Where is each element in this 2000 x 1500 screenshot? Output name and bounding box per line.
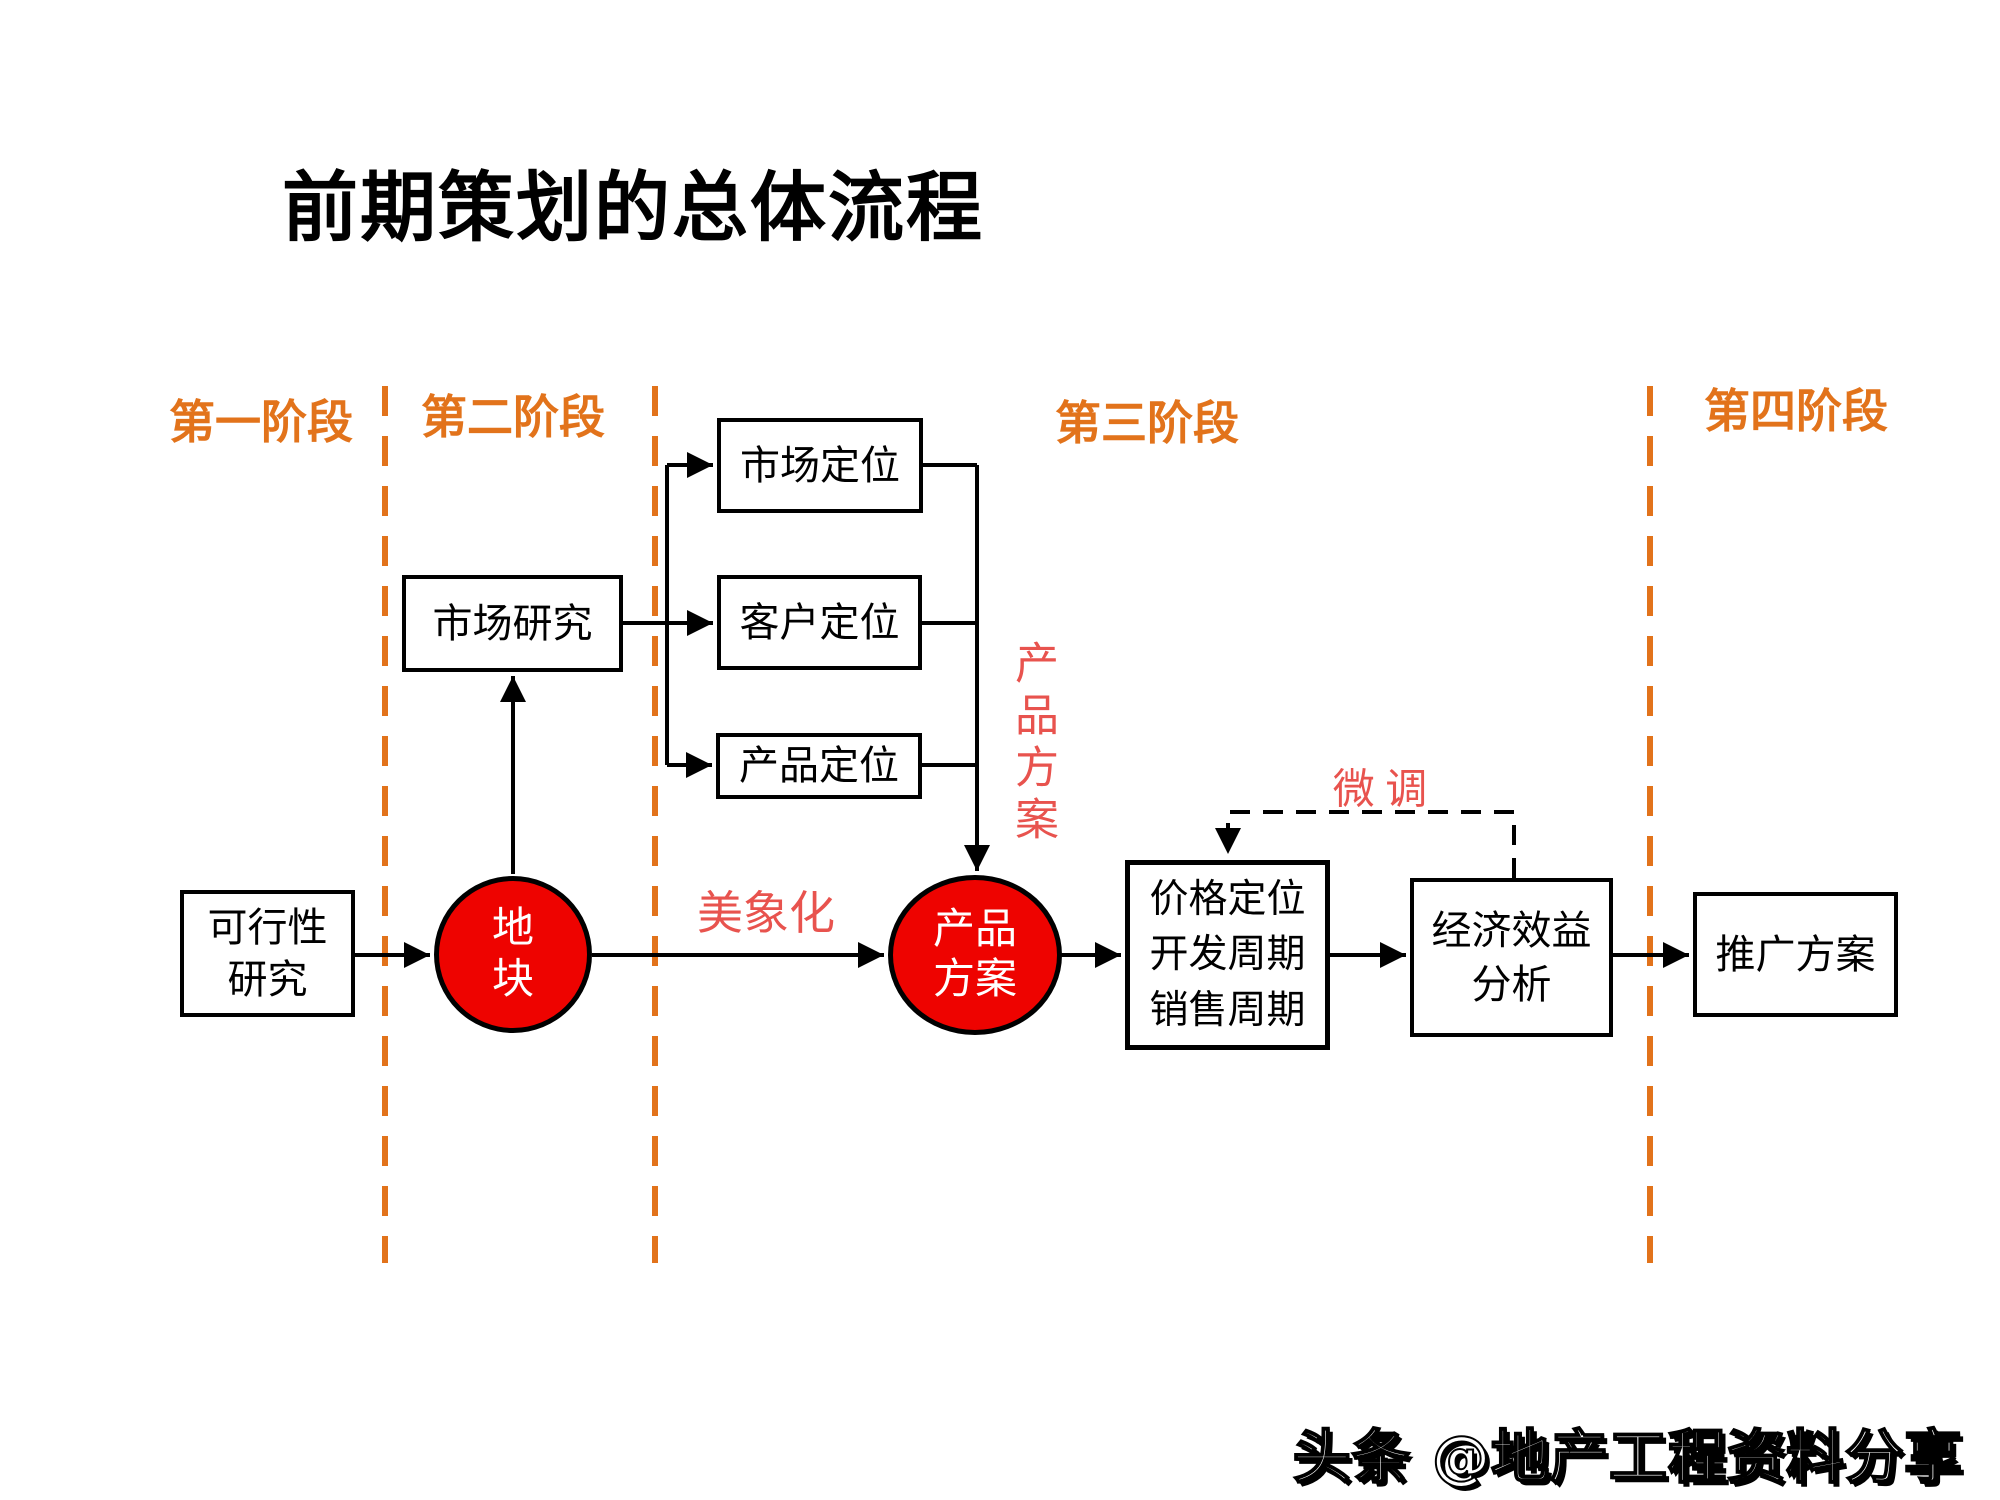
node-customer-positioning: 客户定位 <box>717 575 922 670</box>
node-market-positioning: 市场定位 <box>717 418 923 513</box>
page-title: 前期策划的总体流程 <box>282 167 984 251</box>
label-fine-tune: 微 调 <box>1332 767 1428 814</box>
label-beautify: 美象化 <box>697 888 835 939</box>
stage-label-4: 第四阶段 <box>1704 386 1888 437</box>
stage-label-1: 第一阶段 <box>169 397 353 448</box>
watermark: 头条 @地产工程资料分享 <box>1292 1422 1963 1492</box>
node-product-positioning: 产品定位 <box>716 733 922 799</box>
node-product-plan-circle: 产品 方案 <box>888 875 1062 1035</box>
node-pricing-development-sales-cycle: 价格定位 开发周期 销售周期 <box>1125 860 1330 1050</box>
node-promotion-plan: 推广方案 <box>1693 892 1898 1017</box>
stage-label-2: 第二阶段 <box>421 392 605 443</box>
node-feasibility-study: 可行性 研究 <box>180 890 355 1017</box>
node-land-circle: 地 块 <box>434 876 592 1033</box>
edge-finetune-feedback <box>1215 810 1516 878</box>
label-product-plan-flow: 产品方案 <box>1008 640 1057 848</box>
node-economic-benefit-analysis: 经济效益 分析 <box>1410 878 1613 1037</box>
stage-label-3: 第三阶段 <box>1055 398 1239 449</box>
node-market-research: 市场研究 <box>402 575 623 672</box>
